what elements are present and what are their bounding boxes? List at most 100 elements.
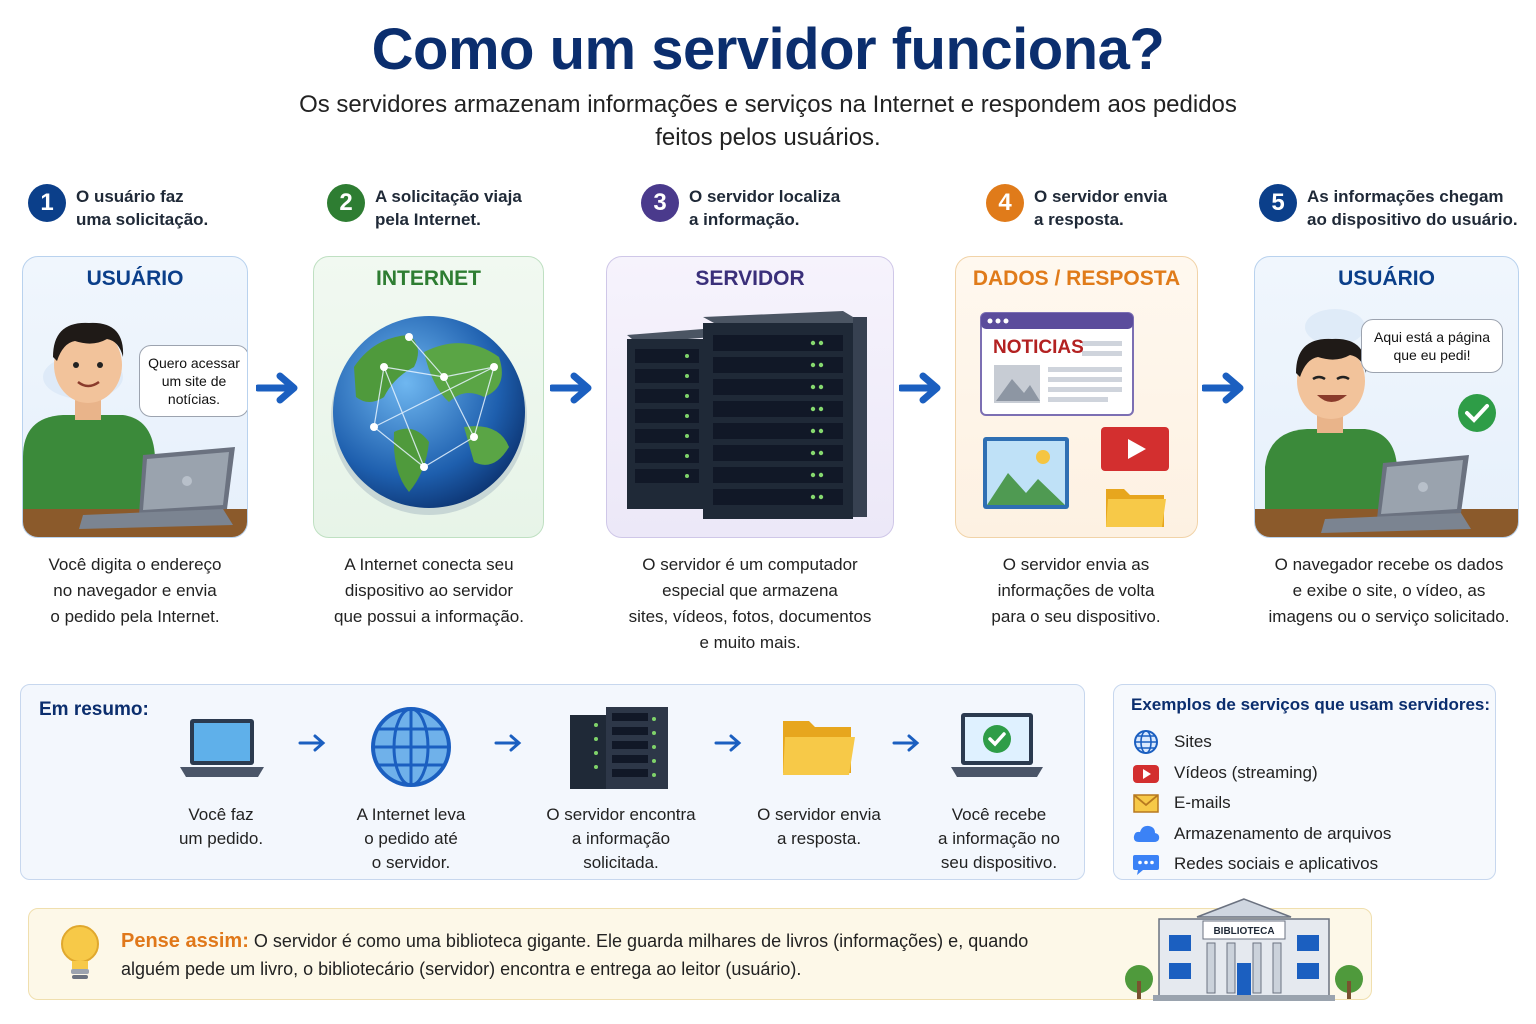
caption-line: Você recebe [951, 805, 1047, 824]
library-building-icon [1125, 898, 1363, 1001]
step-1-header: 1 O usuário faz uma solicitação. [28, 184, 208, 231]
step-text-line: pela Internet. [375, 210, 481, 229]
globe-network-illustration [331, 316, 527, 515]
example-label: Armazenamento de arquivos [1174, 823, 1392, 843]
card-title: USUÁRIO [86, 267, 184, 290]
step-text-line: a informação. [689, 210, 800, 229]
bubble-line: Aqui está a página [1374, 329, 1490, 345]
description-line: especial que armazena [662, 581, 838, 600]
server-rack-left [627, 329, 717, 509]
example-item: Vídeos (streaming) [1132, 758, 1391, 789]
user-receives-card: USUÁRIO Aqui está a página que eu pedi! [1254, 256, 1519, 538]
description-line: e muito mais. [699, 633, 801, 652]
server-icon [570, 707, 668, 789]
caption-line: O servidor encontra [546, 805, 696, 824]
laptop-check-icon [951, 713, 1043, 777]
caption-line: o servidor. [371, 853, 451, 872]
speech-bubble: Aqui está a página que eu pedi! [1361, 319, 1503, 373]
arrow-right-icon [892, 734, 920, 752]
example-item: Armazenamento de arquivos [1132, 819, 1391, 850]
description-line: informações de volta [997, 581, 1155, 600]
step-number: 3 [641, 184, 679, 222]
flow-arrow-icon [256, 372, 298, 404]
card-title: SERVIDOR [695, 267, 805, 290]
cloud-icon [1133, 825, 1160, 842]
description-line: o pedido pela Internet. [50, 607, 220, 626]
caption-line: A Internet leva [356, 805, 466, 824]
description-line: A Internet conecta seu [344, 555, 514, 574]
chat-icon [1133, 855, 1159, 876]
example-label: Redes sociais e aplicativos [1174, 854, 1379, 874]
caption-line: Você faz [188, 805, 254, 824]
step-text-line: a resposta. [1034, 210, 1124, 229]
description-line: no navegador e envia [53, 581, 217, 600]
bubble-line: Quero acessar [148, 355, 240, 371]
globe-icon [1134, 730, 1158, 755]
globe-icon [371, 707, 451, 787]
flow-arrow-icon [899, 372, 941, 404]
description-line: O servidor envia as [1002, 555, 1150, 574]
card-title: DADOS / RESPOSTA [972, 267, 1181, 290]
example-item: Sites [1132, 727, 1391, 758]
user-laptop-illustration [23, 322, 247, 537]
description-line: imagens ou o serviço solicitado. [1268, 607, 1510, 626]
description-line: que possui a informação. [334, 607, 524, 626]
caption-line: um pedido. [178, 829, 264, 848]
examples-panel: Exemplos de serviços que usam servidores… [1113, 684, 1496, 880]
step-4-header: 4 O servidor envia a resposta. [986, 184, 1167, 231]
caption-line: a resposta. [776, 829, 862, 848]
think-text: Pense assim: O servidor é como uma bibli… [121, 927, 1081, 983]
youtube-icon [1133, 764, 1159, 783]
description-line: e exibe o site, o vídeo, as [1292, 581, 1486, 600]
summary-step-caption: Você faz um pedido. [151, 803, 291, 851]
bubble-line: notícias. [167, 391, 221, 407]
step-number: 2 [327, 184, 365, 222]
step-description: O servidor envia as informações de volta p… [956, 552, 1196, 630]
page-subtitle: Os servidores armazenam informações e se… [299, 91, 1237, 151]
examples-list: Sites Vídeos (streaming) E-mails Armazen… [1132, 727, 1391, 880]
library-label: BIBLIOTECA [1213, 926, 1275, 937]
laptop-icon [180, 719, 264, 777]
user-card: USUÁRIO Quero acessar um site de notícia… [22, 256, 248, 538]
card-title: INTERNET [376, 267, 481, 290]
step-text-line: O usuário faz [76, 187, 184, 206]
caption-line: o pedido até [364, 829, 458, 848]
step-text-line: uma solicitação. [76, 210, 209, 229]
description-line: sites, vídeos, fotos, documentos [628, 607, 872, 626]
think-panel: Pense assim: O servidor é como uma bibli… [28, 898, 1372, 1001]
step-number: 4 [986, 184, 1024, 222]
flow-arrow-icon [550, 372, 592, 404]
server-rack-illustration [627, 311, 867, 519]
arrow-right-icon [494, 734, 522, 752]
folder-icon [783, 721, 855, 775]
step-number: 1 [28, 184, 66, 222]
step-text-line: O servidor envia [1034, 187, 1168, 206]
news-label: NOTICIAS [993, 337, 1084, 358]
examples-title: Exemplos de serviços que usam servidores… [1131, 695, 1491, 714]
user-happy-illustration [1255, 309, 1518, 537]
example-label: Vídeos (streaming) [1174, 762, 1318, 782]
description-line: para o seu dispositivo. [991, 607, 1161, 626]
caption-line: a informação [571, 829, 671, 848]
caption-line: O servidor envia [757, 805, 881, 824]
server-rack-right [703, 311, 867, 519]
step-number: 5 [1259, 184, 1297, 222]
speech-bubble: Quero acessar um site de notícias. [139, 345, 247, 417]
arrow-right-icon [714, 734, 742, 752]
card-title: USUÁRIO [1338, 267, 1435, 290]
summary-step-caption: A Internet leva o pedido até o servidor. [331, 803, 491, 875]
bubble-line: um site de [161, 373, 227, 389]
caption-line: seu dispositivo. [940, 853, 1058, 872]
step-text-line: As informações chegam [1307, 187, 1504, 206]
think-body: O servidor é como uma biblioteca gigante… [121, 931, 1029, 979]
